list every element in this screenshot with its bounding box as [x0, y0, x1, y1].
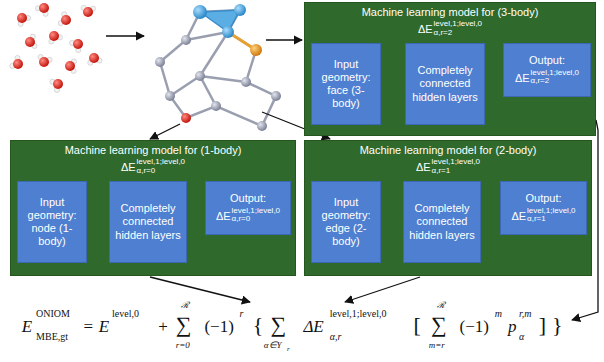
formula-term: ΔE [303, 318, 323, 335]
model-panel: Machine learning model for (3-body)ΔElev… [304, 2, 596, 136]
formula-term: = [83, 318, 93, 335]
process-box: Completely connected hidden layers [405, 43, 485, 125]
model-panel: Machine learning model for (2-body)ΔElev… [304, 140, 592, 276]
delta-e-line: ΔElevel,1;level,0α,r=1 [305, 157, 591, 175]
formula-term: ONIOM [36, 309, 70, 319]
formula-term: (−1) [460, 318, 489, 335]
process-box: Output:ΔElevel,1;level,0α,r=2 [503, 43, 591, 97]
box-label: Input geometry: node (1-body) [21, 196, 83, 249]
superscript: level,1;level,0 [434, 20, 482, 28]
delta-e-line: ΔElevel,1;level,0α,r=1 [511, 206, 575, 224]
formula-term: r [240, 309, 244, 319]
delta-e-line: ΔElevel,1;level,0α,r=2 [515, 68, 579, 86]
formula-term: + [158, 318, 168, 335]
delta-e: ΔE [121, 161, 136, 173]
subscript: α,r=0 [137, 167, 185, 175]
formula-term: m=r [429, 341, 445, 350]
script-stack: level,1;level,0α,r=1 [432, 158, 480, 175]
delta-e-line: ΔElevel,1;level,0α,r=0 [216, 206, 280, 224]
process-box: Input geometry: edge (2-body) [311, 181, 381, 263]
fragment-graph [160, 10, 276, 126]
delta-e: ΔE [416, 161, 431, 173]
formula-term: (−1) [204, 318, 233, 335]
formula-term: } [552, 314, 563, 336]
box-label: Output: [525, 192, 561, 205]
panel-title: Machine learning model for (1-body) [11, 144, 295, 156]
box-label: Completely connected hidden layers [407, 202, 477, 242]
box-label: Input geometry: face (3-body) [315, 58, 377, 111]
subscript: α,r=0 [232, 215, 280, 223]
formula-term: ∑ [176, 314, 192, 336]
process-box: Input geometry: face (3-body) [311, 43, 381, 125]
subscript: α,r=2 [434, 29, 482, 37]
formula-term: ℛ [437, 301, 445, 310]
delta-e-line: ΔElevel,1;level,0α,r=2 [305, 19, 595, 37]
formula-term: α∈Y [264, 341, 282, 350]
box-label: Completely connected hidden layers [409, 64, 481, 104]
formula-term: r [287, 346, 290, 353]
delta-e: ΔE [511, 210, 526, 222]
superscript: level,1;level,0 [137, 158, 185, 166]
script-stack: level,1;level,0α,r=0 [232, 207, 280, 224]
process-box: Input geometry: node (1-body) [17, 181, 87, 263]
water-cluster [10, 3, 102, 93]
formula-term: ∑ [270, 314, 286, 336]
formula-term: r,m [519, 309, 532, 319]
formula-term: ℛ [181, 301, 189, 310]
delta-e: ΔE [515, 72, 530, 84]
formula-term: E [99, 318, 109, 335]
script-stack: level,1;level,0α,r=1 [527, 207, 575, 224]
delta-e-line: ΔElevel,1;level,0α,r=0 [11, 157, 295, 175]
panel-title: Machine learning model for (2-body) [305, 144, 591, 156]
formula-term: m [495, 309, 502, 319]
subscript: α,r=2 [531, 77, 579, 85]
subscript: α,r=1 [527, 215, 575, 223]
formula-term: MBE,gt [36, 332, 68, 342]
process-box: Output:ΔElevel,1;level,0α,r=1 [500, 181, 587, 235]
formula-term: E [22, 318, 32, 335]
formula-term: ∑ [431, 314, 447, 336]
superscript: level,1;level,0 [531, 69, 579, 77]
formula-term: ] [539, 314, 546, 336]
process-box: Output:ΔElevel,1;level,0α,r=0 [205, 181, 291, 235]
script-stack: level,1;level,0α,r=2 [531, 69, 579, 86]
delta-e: ΔE [418, 23, 433, 35]
formula-term: p [508, 318, 517, 335]
box-label: Output: [529, 54, 565, 67]
subscript: α,r=1 [432, 167, 480, 175]
superscript: level,1;level,0 [232, 207, 280, 215]
superscript: level,1;level,0 [432, 158, 480, 166]
formula-term: α,r [330, 332, 342, 342]
process-box: Completely connected hidden layers [109, 181, 187, 263]
model-panel: Machine learning model for (1-body)ΔElev… [10, 140, 296, 276]
box-label: Output: [230, 192, 266, 205]
script-stack: level,1;level,0α,r=0 [137, 158, 185, 175]
formula-term: α [519, 332, 524, 342]
panel-title: Machine learning model for (3-body) [305, 6, 595, 18]
delta-e: ΔE [216, 210, 231, 222]
box-label: Input geometry: edge (2-body) [315, 196, 377, 249]
formula-term: level,1;level,0 [330, 309, 387, 319]
formula-term: { [253, 314, 264, 336]
box-label: Completely connected hidden layers [113, 202, 183, 242]
formula-term: r=0 [176, 341, 190, 350]
superscript: level,1;level,0 [527, 207, 575, 215]
formula-term: level,0 [112, 309, 139, 319]
script-stack: level,1;level,0α,r=2 [434, 20, 482, 37]
formula-term: [ [413, 314, 420, 336]
process-box: Completely connected hidden layers [403, 181, 481, 263]
